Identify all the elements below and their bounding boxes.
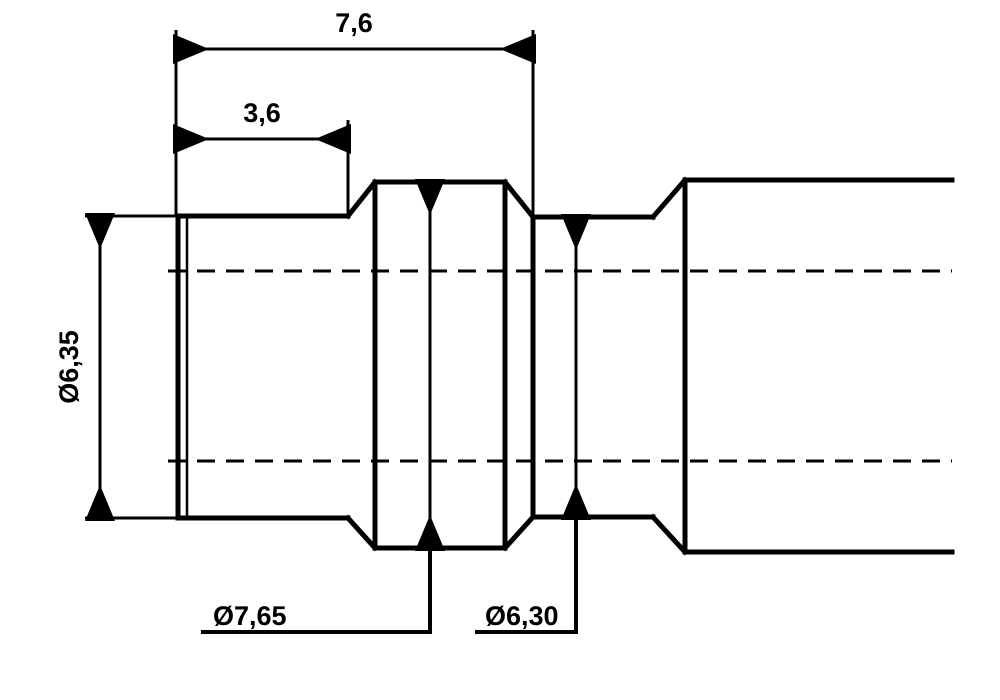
part-outline-group	[175, 176, 955, 556]
dimension-diameter-6-30: Ø6,30	[475, 214, 591, 634]
boss-right-taper-top	[501, 178, 537, 221]
dimension-length-7-6: 7,6	[173, 8, 536, 217]
right-body-taper-top	[649, 176, 689, 221]
centerlines-group	[168, 269, 952, 463]
dimension-diameter-7-65: Ø7,65	[201, 179, 445, 634]
boss-left-taper-top	[344, 178, 379, 220]
leader-7-65	[201, 546, 432, 634]
leader-6-30	[475, 515, 578, 634]
dim-label-7-6: 7,6	[335, 8, 373, 38]
dim-label-6-35: Ø6,35	[54, 330, 84, 404]
dim-label-6-30: Ø6,30	[485, 601, 559, 631]
dimension-length-3-6: 3,6	[173, 98, 351, 216]
right-body-taper-bottom	[649, 513, 689, 556]
dimension-diameter-6-35: Ø6,35	[54, 213, 178, 521]
dim-label-3-6: 3,6	[243, 98, 281, 128]
boss-left-taper-bottom	[344, 514, 379, 552]
boss-right-taper-bottom	[501, 513, 537, 552]
dim-label-7-65: Ø7,65	[213, 601, 287, 631]
